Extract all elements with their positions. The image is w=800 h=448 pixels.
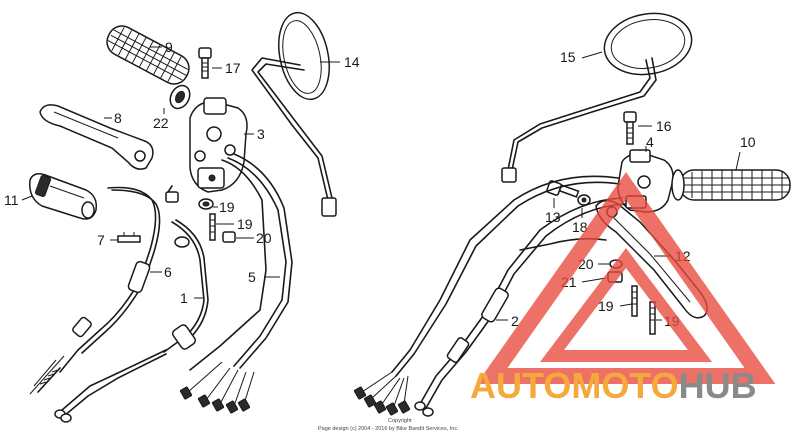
callout-13: 13 — [545, 209, 561, 225]
clip-7 — [117, 232, 141, 243]
callout-21a: 20 — [256, 230, 272, 246]
callout-2: 2 — [511, 313, 519, 329]
switch-harness-right — [353, 175, 621, 416]
callout-22: 22 — [153, 115, 169, 131]
left-assembly: 9 17 14 8 22 3 11 19 19 20 7 6 5 — [4, 11, 360, 423]
left-small-parts — [165, 185, 236, 243]
callout-11: 11 — [4, 192, 19, 208]
callout-15: 15 — [560, 49, 576, 65]
callout-4: 4 — [646, 134, 654, 150]
callout-8: 8 — [114, 110, 122, 126]
callout-3: 3 — [257, 126, 265, 142]
callout-18: 18 — [572, 219, 588, 235]
callout-19b: 19 — [598, 298, 614, 314]
switch-harness-left — [179, 153, 293, 414]
copyright-line-2: Page design (c) 2004 - 2016 by Bike Band… — [318, 426, 459, 432]
callout-6: 6 — [164, 264, 172, 280]
callout-19a: 19 — [237, 216, 253, 232]
clutch-cable — [29, 186, 161, 395]
left-callouts: 9 17 14 8 22 3 11 19 19 20 7 6 5 — [4, 39, 360, 306]
left-switch-housing — [189, 97, 248, 193]
watermark-word-orange: AUTOMOTO — [470, 365, 679, 406]
callout-14: 14 — [344, 54, 360, 70]
clutch-perch — [29, 173, 98, 220]
bolt-13-washer-18 — [546, 180, 591, 206]
right-mirror — [501, 12, 693, 183]
clutch-lever — [39, 104, 154, 170]
callout-16: 16 — [656, 118, 672, 134]
callout-7: 7 — [97, 232, 105, 248]
left-mirror — [251, 11, 337, 217]
bolt-17 — [198, 47, 212, 79]
callout-9: 9 — [165, 39, 173, 55]
copyright-line-1: Copyright — [388, 418, 412, 424]
left-grip — [106, 25, 191, 110]
warning-triangle-icon — [476, 172, 776, 384]
copyright: Copyright Page design (c) 2004 - 2016 by… — [318, 418, 459, 432]
watermark-text: AUTOMOTOHUB — [470, 365, 757, 406]
bolt-16 — [623, 111, 637, 145]
callout-5: 5 — [248, 269, 256, 285]
callout-17: 17 — [225, 60, 241, 76]
callout-10: 10 — [740, 134, 756, 150]
watermark-logo: AUTOMOTOHUB — [470, 172, 776, 406]
callout-1: 1 — [180, 290, 188, 306]
right-grip — [671, 169, 791, 201]
watermark-word-gray: HUB — [679, 365, 757, 406]
callout-20a: 19 — [219, 199, 235, 215]
throttle-cable-left — [54, 219, 209, 423]
